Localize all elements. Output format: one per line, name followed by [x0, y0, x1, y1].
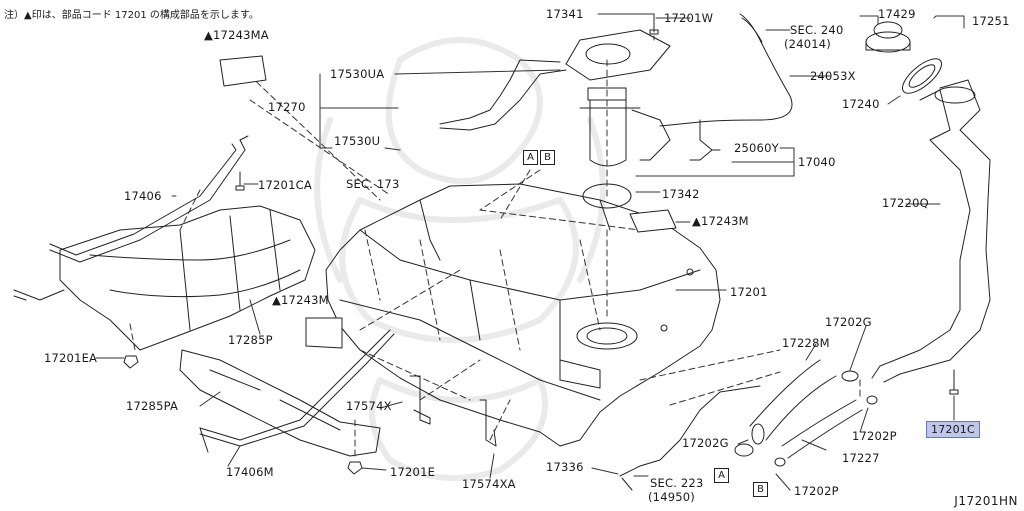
breather-hose-17227: [781, 399, 863, 459]
label-17406M[interactable]: 17406M: [226, 465, 274, 479]
tank-protector: [179, 349, 381, 457]
label-17201C-highlighted[interactable]: 17201C: [926, 421, 980, 438]
leader-lines: [95, 13, 965, 491]
label-25060Y[interactable]: 25060Y: [734, 141, 779, 155]
label-17202P-bottom[interactable]: 17202P: [794, 484, 839, 498]
watermark-crest-icon: [314, 37, 606, 481]
harness-24053X: [659, 13, 793, 161]
tank-band-17406: [13, 135, 249, 301]
label-sec-240-ref: (24014): [784, 37, 831, 51]
filler-cap: [865, 21, 911, 53]
label-17201[interactable]: 17201: [730, 285, 768, 299]
label-17202G-bottom[interactable]: 17202G: [682, 436, 729, 450]
parts-note: 注）▲印は、部品コード 17201 の構成部品を示します。: [4, 10, 259, 21]
label-17342[interactable]: 17342: [662, 187, 700, 201]
label-17220Q[interactable]: 17220Q: [882, 196, 929, 210]
label-17201CA[interactable]: 17201CA: [258, 178, 312, 192]
callout-box-a-top: A: [523, 150, 538, 165]
hose-clamp: [734, 370, 878, 467]
clip-17574X: [409, 375, 431, 425]
label-17285P[interactable]: 17285P: [228, 333, 273, 347]
label-17201E[interactable]: 17201E: [390, 465, 436, 479]
filler-seal: [902, 58, 942, 94]
label-sec-240[interactable]: SEC. 240: [790, 23, 844, 37]
callout-box-b-top: B: [540, 150, 555, 165]
label-17243M-right[interactable]: ▲17243M: [692, 214, 749, 228]
bolt: [235, 13, 959, 395]
label-17429[interactable]: 17429: [878, 7, 916, 21]
label-17227[interactable]: 17227: [842, 451, 880, 465]
label-17202G-top[interactable]: 17202G: [825, 315, 872, 329]
callout-box-a-bottom: A: [714, 468, 729, 483]
sensor-harness: [619, 385, 761, 491]
label-17201EA[interactable]: 17201EA: [44, 351, 98, 365]
fuel-pump-module: [565, 29, 671, 209]
label-17530U[interactable]: 17530U: [334, 134, 381, 148]
fuel-tank: [325, 183, 721, 447]
label-sec-223[interactable]: SEC. 223: [650, 476, 704, 490]
filler-tube: [871, 79, 991, 383]
label-17240[interactable]: 17240: [842, 97, 880, 111]
label-17201W[interactable]: 17201W: [664, 11, 714, 25]
label-sec-173[interactable]: SEC. 173: [346, 177, 400, 191]
label-17243MA[interactable]: ▲17243MA: [204, 28, 269, 42]
label-17285PA[interactable]: 17285PA: [126, 399, 179, 413]
label-17336[interactable]: 17336: [546, 460, 584, 474]
label-sec-223-ref: (14950): [648, 490, 695, 504]
clip-17574XA: [479, 399, 497, 447]
label-17530UA[interactable]: 17530UA: [330, 67, 385, 81]
nut: [123, 355, 363, 475]
label-17574XA[interactable]: 17574XA: [462, 477, 516, 491]
label-17251[interactable]: 17251: [972, 14, 1010, 28]
label-17228M[interactable]: 17228M: [782, 336, 830, 350]
dashed-leader-lines: [129, 15, 861, 459]
label-17243M-left[interactable]: ▲17243M: [272, 293, 329, 307]
label-17574X[interactable]: 17574X: [346, 399, 392, 413]
label-17341[interactable]: 17341: [546, 7, 584, 21]
diagram-id: J17201HN: [954, 494, 1018, 508]
label-17040[interactable]: 17040: [798, 155, 836, 169]
label-17406[interactable]: 17406: [124, 189, 162, 203]
callout-box-b-bottom: B: [753, 482, 768, 497]
tank-band-17406M: [199, 329, 395, 453]
label-24053X[interactable]: 24053X: [810, 69, 856, 83]
label-17270[interactable]: 17270: [268, 100, 306, 114]
vapor-tube: [439, 59, 567, 131]
foam-pad: [219, 55, 677, 349]
heat-insulator: [59, 205, 316, 351]
label-17202P-right[interactable]: 17202P: [852, 429, 897, 443]
filler-hose-17228M: [749, 359, 837, 445]
